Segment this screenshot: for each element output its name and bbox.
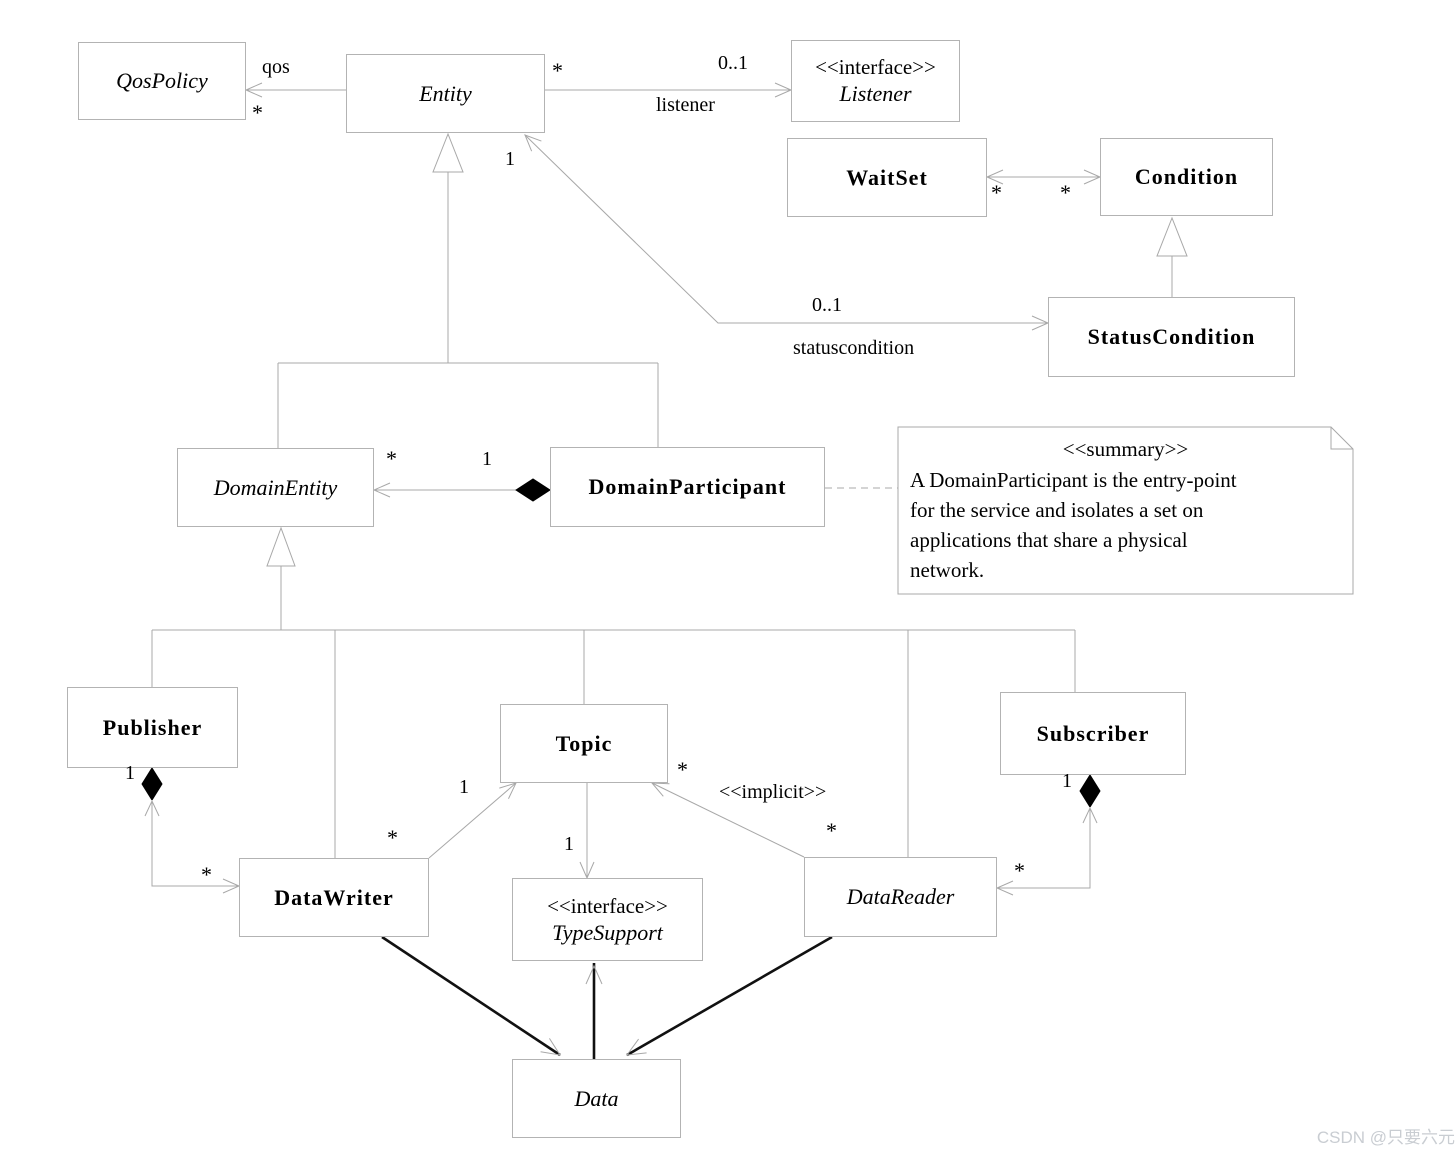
class-name: Data [574, 1085, 619, 1111]
edge-data-typesupport [585, 963, 603, 1059]
label-subscriber-multiplicity: 1 [1062, 770, 1072, 792]
edge-publisher-datawriter [141, 767, 241, 894]
summary-note: <<summary>> A DomainParticipant is the e… [898, 427, 1353, 594]
note-stereotype: <<summary>> [1062, 437, 1189, 461]
label-publisher-datawriter-multiplicity: * [201, 862, 212, 887]
label-domainparticipant-multiplicity: 1 [482, 448, 492, 470]
note-line: network. [910, 558, 985, 582]
label-qos-multiplicity: * [252, 100, 263, 125]
csdn-watermark: CSDN @只要六元 [1316, 1128, 1455, 1147]
edge-datawriter-topic [428, 782, 517, 859]
class-name: Entity [419, 80, 472, 106]
class-topic: Topic [500, 704, 668, 783]
class-name: TypeSupport [552, 919, 663, 945]
class-entity: Entity [346, 54, 545, 133]
label-datareader-topic-multiplicity: * [826, 818, 837, 843]
edge-datareader-data [625, 935, 833, 1057]
label-listener-source-multiplicity: * [552, 58, 563, 83]
class-data: Data [512, 1059, 681, 1138]
edge-statuscondition-condition-generalization [1156, 216, 1188, 297]
label-implicit-stereotype: <<implicit>> [719, 781, 827, 803]
label-statuscondition-role: statuscondition [793, 337, 915, 359]
class-name: Listener [839, 81, 912, 107]
label-listener-multiplicity: 0..1 [718, 52, 748, 74]
note-line: applications that share a physical [910, 528, 1188, 552]
edge-domainparticipant-domainentity [372, 478, 551, 502]
class-condition: Condition [1100, 138, 1273, 216]
class-name: StatusCondition [1087, 324, 1256, 350]
class-subscriber: Subscriber [1000, 692, 1186, 775]
class-datawriter: DataWriter [239, 858, 429, 937]
class-listener: <<interface>> Listener [791, 40, 960, 122]
note-line: A DomainParticipant is the entry-point [910, 468, 1237, 492]
edge-datawriter-data [381, 935, 562, 1057]
note-body: A DomainParticipant is the entry-point f… [910, 465, 1353, 585]
label-qos-role: qos [262, 56, 290, 78]
class-domainparticipant: DomainParticipant [550, 447, 825, 527]
class-statuscondition: StatusCondition [1048, 297, 1295, 377]
class-name: DataWriter [274, 884, 394, 910]
note-shape [897, 426, 1354, 595]
class-waitset: WaitSet [787, 138, 987, 217]
class-name: DomainEntity [213, 474, 338, 500]
label-listener-role: listener [656, 94, 715, 116]
label-entity-generalization-multiplicity: 1 [505, 148, 515, 170]
label-topic-datawriter-multiplicity: 1 [459, 776, 469, 798]
label-statuscondition-multiplicity: 0..1 [812, 294, 842, 316]
edge-datareader-topic [650, 782, 805, 858]
class-name: DataReader [846, 884, 955, 910]
class-datareader: DataReader [804, 857, 997, 937]
class-name: WaitSet [846, 164, 928, 190]
edge-subscriber-datareader [995, 774, 1101, 896]
class-typesupport: <<interface>> TypeSupport [512, 878, 703, 961]
label-topic-typesupport-multiplicity: 1 [564, 833, 574, 855]
note-line: for the service and isolates a set on [910, 498, 1204, 522]
edge-domainentity-generalization-tree [151, 526, 1076, 858]
stereotype: <<interface>> [547, 893, 668, 918]
label-datawriter-topic-multiplicity: * [387, 825, 398, 850]
edge-entity-generalization-tree [277, 132, 659, 448]
class-name: Subscriber [1036, 720, 1150, 746]
label-waitset-multiplicity: * [991, 180, 1002, 205]
label-condition-multiplicity: * [1060, 180, 1071, 205]
class-name: DomainParticipant [588, 474, 787, 500]
edge-entity-qospolicy [244, 82, 346, 98]
label-topic-datareader-multiplicity: * [677, 757, 688, 782]
class-name: Publisher [102, 714, 203, 740]
class-name: Topic [555, 730, 613, 756]
class-domainentity: DomainEntity [177, 448, 374, 527]
edge-waitset-condition [985, 169, 1102, 185]
label-domainentity-multiplicity: * [386, 446, 397, 471]
label-publisher-multiplicity: 1 [125, 762, 135, 784]
label-subscriber-datareader-multiplicity: * [1014, 858, 1025, 883]
class-name: Condition [1134, 164, 1239, 190]
class-qospolicy: QosPolicy [78, 42, 246, 120]
class-name: QosPolicy [116, 68, 208, 94]
stereotype: <<interface>> [815, 55, 936, 80]
edge-topic-typesupport [579, 783, 595, 880]
class-publisher: Publisher [67, 687, 238, 768]
